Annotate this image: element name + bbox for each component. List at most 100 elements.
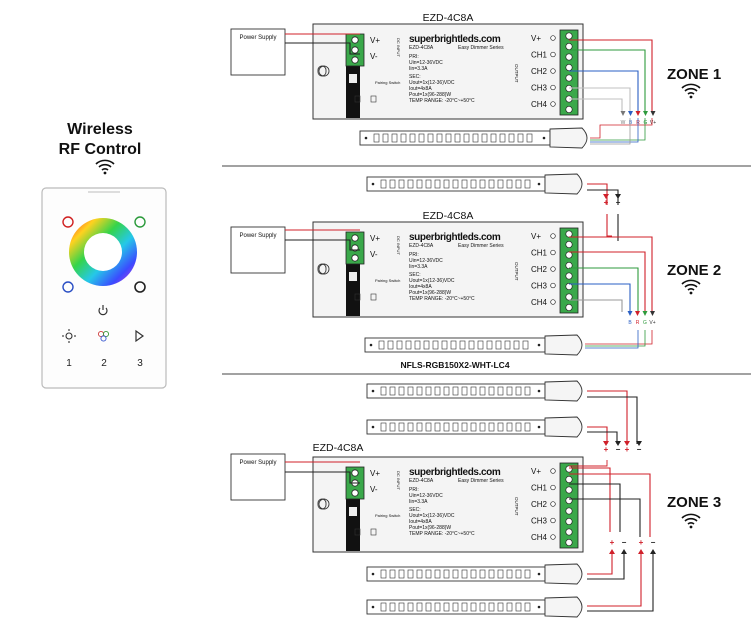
polarity-arrow-icon	[609, 549, 615, 554]
led-chip	[425, 386, 432, 396]
white-button-icon[interactable]	[134, 281, 146, 293]
terminal-screw	[565, 42, 573, 51]
led-chip	[461, 569, 468, 579]
wire	[587, 553, 654, 612]
polarity-arrow-icon	[615, 441, 621, 446]
polarity-mark: −	[616, 445, 621, 454]
output-channel-label: V+	[531, 232, 541, 241]
pri-label: PRI:	[409, 54, 419, 60]
terminal-screw	[351, 254, 359, 262]
led-chip	[524, 602, 531, 612]
series-label: Easy Dimmer Series	[458, 45, 504, 51]
led-chip	[443, 179, 450, 189]
controller-model-small: EZD-4C8A	[409, 243, 434, 249]
controller-model-small: EZD-4C8A	[409, 478, 434, 484]
red-button-icon[interactable]	[62, 216, 74, 228]
wire-arrow-icon	[628, 111, 633, 116]
output-channel-label: CH2	[531, 67, 548, 76]
led-chip	[452, 179, 459, 189]
pairing-button	[349, 272, 357, 281]
terminal-screw	[565, 303, 573, 312]
led-chip	[407, 422, 414, 432]
output-dot	[550, 484, 556, 491]
polarity-arrow-icon	[615, 194, 621, 199]
led-chip	[495, 340, 502, 350]
polarity-mark: +	[639, 538, 644, 547]
led-chip	[497, 602, 504, 612]
led-chip	[497, 386, 504, 396]
play-icon[interactable]	[135, 329, 145, 343]
wire	[285, 239, 360, 251]
output-dot	[550, 68, 556, 74]
led-chip	[396, 340, 403, 350]
output-terminal	[559, 29, 579, 116]
terminal-screw	[565, 74, 573, 82]
power-icon[interactable]	[98, 305, 108, 316]
wire	[569, 251, 646, 312]
strip-connector	[544, 334, 583, 356]
output-dot	[550, 249, 556, 256]
dip-switch	[354, 293, 361, 301]
led-chip	[389, 179, 396, 189]
polarity-mark: +	[610, 538, 615, 547]
scene-1-button[interactable]: 1	[66, 358, 72, 369]
led-chip	[380, 179, 387, 189]
controller-model-label: EZD-4C8A	[423, 210, 474, 222]
sec-label: SEC:	[409, 74, 421, 80]
zone-2-label: ZONE 2	[667, 262, 722, 279]
led-strip	[359, 127, 588, 149]
terminal-vminus-label: V-	[370, 485, 378, 494]
brightness-icon[interactable]	[62, 329, 76, 343]
dc-input-label: DC INPUT	[396, 236, 401, 255]
mode-icon[interactable]	[97, 330, 110, 342]
scene-3-button[interactable]: 3	[137, 358, 143, 369]
wire	[590, 118, 631, 145]
terminal-screw	[565, 486, 573, 494]
led-chip	[481, 133, 488, 143]
polarity-mark: +	[604, 445, 609, 454]
output-dot	[550, 266, 556, 272]
green-button-icon[interactable]	[134, 216, 146, 228]
sec-current: Iout=4x8A	[409, 284, 432, 290]
brand-label: superbrightleds.com	[409, 34, 501, 45]
led-chip	[434, 602, 441, 612]
output-channel-label: CH3	[531, 517, 548, 526]
strip-connector	[544, 416, 583, 438]
output-channel-label: CH3	[531, 282, 548, 291]
remote-title-line2: RF Control	[58, 141, 142, 158]
strip-body	[366, 419, 546, 435]
pairing-switch-label: Pairing Switch	[375, 80, 400, 85]
wire	[587, 553, 613, 575]
wire	[285, 471, 360, 484]
output-dot	[550, 501, 556, 507]
wire-arrow-icon	[650, 311, 655, 316]
terminal-screw	[565, 507, 573, 515]
led-chip	[450, 340, 457, 350]
led-chip	[378, 340, 385, 350]
led-chip	[506, 602, 513, 612]
led-strip	[366, 173, 583, 195]
terminal-screw	[565, 230, 573, 238]
wire	[569, 49, 646, 112]
polarity-arrow-icon	[603, 441, 609, 446]
terminal-screw	[351, 469, 359, 477]
led-chip	[515, 179, 522, 189]
polarity-mark: −	[616, 198, 621, 207]
led-chip	[427, 133, 434, 143]
led-chip	[499, 133, 506, 143]
led-chip	[461, 179, 468, 189]
wire	[590, 118, 639, 143]
blue-button-icon[interactable]	[62, 281, 74, 293]
temp-range: TEMP RANGE: -20°C~+50°C	[409, 531, 475, 537]
strip-connector	[544, 563, 583, 585]
terminal-screw	[565, 496, 573, 505]
scene-2-button[interactable]: 2	[101, 358, 107, 369]
terminal-screw	[565, 105, 573, 114]
polarity-mark: −	[622, 538, 627, 547]
sec-current: Iout=4x8A	[409, 519, 432, 525]
led-chip	[389, 422, 396, 432]
output-dot	[550, 35, 556, 41]
strip-connector	[549, 127, 588, 149]
